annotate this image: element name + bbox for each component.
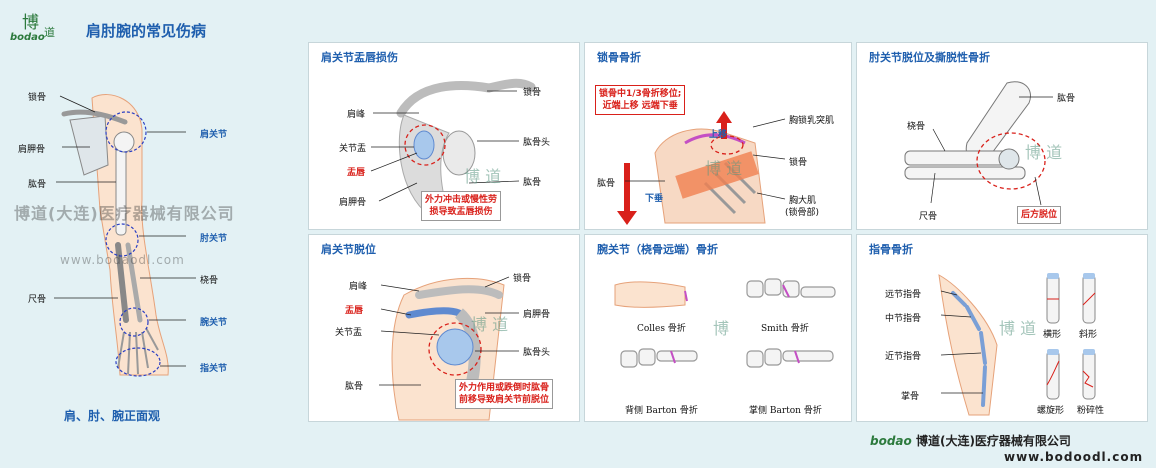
label-radius: 桡骨 (907, 122, 926, 132)
bodao-logo: 博 道 bodao (8, 8, 70, 48)
labrum-illustration (370, 78, 536, 216)
label-middle-phalanx: 中节指骨 (885, 314, 922, 324)
wrist-illustration (614, 278, 836, 368)
panel-finger-fracture: 指骨骨折 远节指骨 中节指骨 近节指骨 掌骨 横形 斜形 螺旋形 粉碎性 博 道 (856, 234, 1148, 422)
label-clavicle: 锁骨 (28, 93, 47, 103)
footer-url: www.bodoodl.com (1004, 450, 1144, 464)
panel-title: 指骨骨折 (869, 243, 913, 256)
label-humerus: 肱骨 (28, 180, 47, 190)
label-elbow-joint: 肘关节 (200, 234, 228, 244)
label-humerus: 肱骨 (1057, 94, 1076, 104)
label-labrum: 盂唇 (345, 306, 364, 316)
scapula-shape (69, 115, 109, 176)
footer-company: bodao 博道(大连)医疗器械有限公司 (870, 432, 1071, 449)
ulna-shape (125, 242, 143, 323)
label-oblique: 斜形 (1079, 330, 1098, 340)
watermark-logo: 博 道 (999, 319, 1037, 338)
label-scm: 胸锁乳突肌 (789, 116, 835, 126)
label-acromion: 肩峰 (349, 282, 368, 292)
label-humerus: 肱骨 (523, 178, 542, 188)
panel-title: 肘关节脱位及撕脱性骨折 (869, 51, 990, 64)
labrum-note: 外力冲击或慢性劳 损导致盂唇损伤 (421, 191, 502, 221)
footer-logo: bodao (870, 434, 912, 448)
watermark-url: www.bodaodl.com (60, 253, 185, 267)
arm-caption: 肩、肘、腕正面观 (64, 409, 161, 423)
shoulder-joint-circle (105, 111, 147, 153)
elbow-illustration (904, 81, 1053, 206)
label-finger-joint: 指关节 (200, 364, 228, 374)
label-wrist-joint: 腕关节 (200, 318, 228, 328)
logo-text: bodao (10, 32, 45, 43)
page-title: 肩肘腕的常见伤病 (86, 22, 207, 40)
radius-shape (115, 242, 129, 323)
label-transverse: 横形 (1043, 330, 1062, 340)
label-distal-phalanx: 远节指骨 (885, 290, 922, 300)
label-dorsal-barton: 背侧 Barton 骨折 (625, 406, 698, 416)
label-shoulder-joint: 肩关节 (200, 130, 228, 140)
watermark-logo: 博 道 (1025, 143, 1063, 162)
clavicle-note: 锁骨中1/3骨折移位; 近端上移 远端下垂 (595, 85, 686, 115)
label-spiral: 螺旋形 (1037, 406, 1065, 416)
arm-illustration (54, 94, 196, 377)
watermark-company: 博道(大连)医疗器械有限公司 (14, 204, 235, 223)
label-ulna: 尺骨 (28, 295, 47, 305)
arm-anatomy-view: 锁骨 肩胛骨 肱骨 桡骨 尺骨 肩关节 肘关节 腕关节 指关节 博道(大连)医疗… (0, 70, 300, 430)
panel-elbow-dislocation: 肘关节脱位及撕脱性骨折 肱骨 桡骨 尺骨 后方脱位 博 道 (856, 42, 1148, 230)
footer-company-name: 博道(大连)医疗器械有限公司 (915, 434, 1071, 448)
panel-wrist-fracture: 腕关节（桡骨远端）骨折 Colles 骨折 Smith 骨折 背侧 Barton… (584, 234, 852, 422)
dislocation-illustration (379, 276, 519, 421)
watermark-logo: 博 道 (705, 159, 743, 178)
watermark-logo: 博 (713, 319, 730, 338)
label-glenoid: 关节盂 (335, 328, 363, 338)
label-labrum: 盂唇 (347, 168, 366, 178)
label-humeral-head: 肱骨头 (523, 138, 551, 148)
label-humeral-head: 肱骨头 (523, 348, 551, 358)
watermark-logo: 博 道 (464, 167, 502, 186)
label-colles: Colles 骨折 (637, 324, 686, 334)
panel-title: 肩关节盂唇损伤 (321, 51, 398, 64)
finger-illustration (938, 273, 1096, 416)
label-scapula: 肩胛骨 (523, 310, 551, 320)
label-clavicle: 锁骨 (523, 88, 542, 98)
label-acromion: 肩峰 (347, 110, 366, 120)
elbow-note: 后方脱位 (1017, 206, 1062, 224)
label-ulna: 尺骨 (919, 212, 938, 222)
label-pectoralis-sub: (锁骨部) (785, 208, 820, 218)
wrist-joint-circle (119, 307, 149, 337)
clavicle-shape (61, 109, 128, 125)
label-radius: 桡骨 (200, 276, 219, 286)
label-humerus: 肱骨 (345, 382, 364, 392)
panel-title: 肩关节脱位 (321, 243, 376, 256)
panel-shoulder-dislocation: 肩关节脱位 肩峰 锁骨 盂唇 肩胛骨 关节盂 肱骨头 肱骨 外力作用或跌倒时肱骨… (308, 234, 580, 422)
label-down: 下垂 (645, 194, 664, 204)
dislocation-note: 外力作用或跌倒时肱骨 前移导致肩关节前脱位 (455, 379, 554, 409)
label-scapula: 肩胛骨 (18, 145, 46, 155)
label-glenoid: 关节盂 (339, 144, 367, 154)
label-humerus: 肱骨 (597, 179, 616, 189)
label-proximal-phalanx: 近节指骨 (885, 352, 922, 362)
label-scapula: 肩胛骨 (339, 198, 367, 208)
panel-clavicle-fracture: 锁骨骨折 锁骨中1/3骨折移位; 近端上移 远端下垂 胸锁乳突肌 锁骨 肱骨 胸… (584, 42, 852, 230)
label-pectoralis: 胸大肌 (789, 196, 817, 206)
label-metacarpal: 掌骨 (901, 392, 920, 402)
label-up: 上移 (709, 130, 728, 140)
watermark-logo: 博 道 (471, 315, 509, 334)
logo-mark2: 道 (44, 26, 55, 39)
label-smith: Smith 骨折 (761, 324, 809, 334)
label-volar-barton: 掌侧 Barton 骨折 (749, 406, 822, 416)
elbow-joint-circle (105, 223, 139, 257)
hand-bones (117, 327, 159, 375)
finger-joint-circle (115, 347, 161, 377)
clavicle-illustration (617, 111, 786, 225)
panel-title: 腕关节（桡骨远端）骨折 (597, 243, 718, 256)
logo-mark: 博 (22, 13, 39, 33)
panel-labrum-injury: 肩关节盂唇损伤 肩峰 锁骨 关节盂 盂唇 肱骨头 肱骨 肩胛骨 外力冲击或慢性劳… (308, 42, 580, 230)
label-comminuted: 粉碎性 (1077, 406, 1105, 416)
label-clavicle: 锁骨 (513, 274, 532, 284)
panel-title: 锁骨骨折 (597, 51, 641, 64)
label-clavicle: 锁骨 (789, 158, 808, 168)
